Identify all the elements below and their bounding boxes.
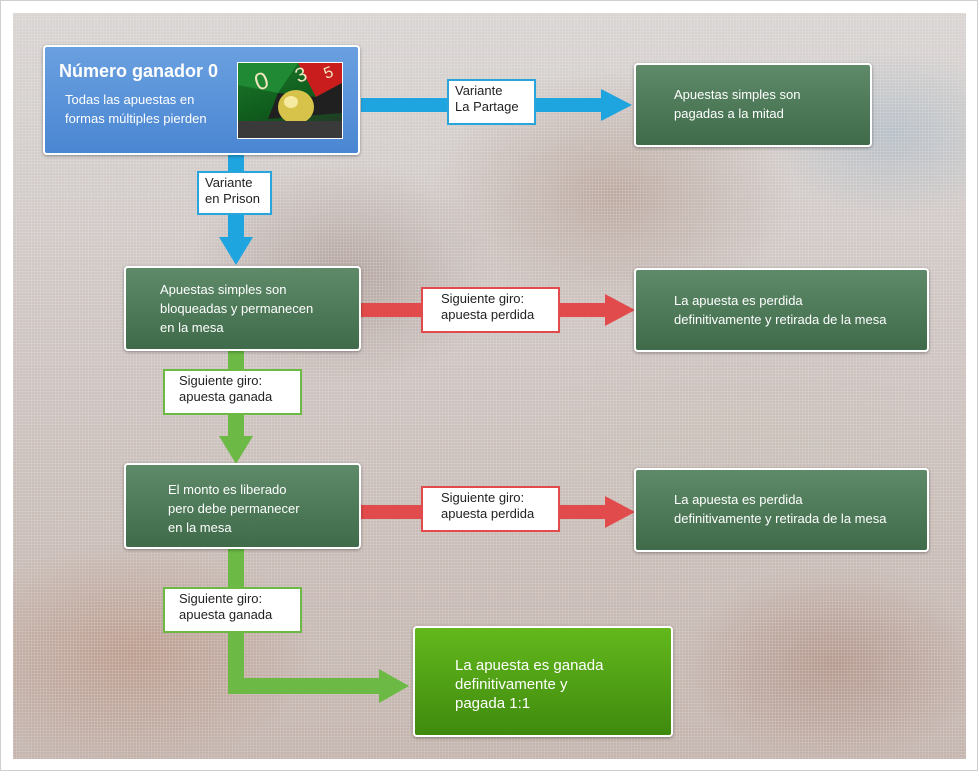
node-line: El monto es liberado (168, 482, 287, 497)
node-line: en la mesa (160, 320, 224, 335)
node-line: en la mesa (168, 520, 232, 535)
label-line: Siguiente giro: (179, 373, 263, 388)
label-line: Siguiente giro: (441, 291, 525, 306)
label-perdida-1: Siguiente giro: apuesta perdida (421, 287, 560, 333)
start-text: Todas las apuestas en formas múltiples p… (65, 92, 207, 126)
node-line: La apuesta es perdida (674, 492, 803, 507)
node-line: Apuestas simples son (160, 282, 287, 297)
node-text: La apuesta es perdida definitivamente y … (674, 291, 886, 329)
node-line: pagadas a la mitad (674, 106, 784, 121)
label-la-partage: Variante La Partage (447, 79, 536, 125)
label-line: en Prison (205, 191, 260, 206)
start-title: Número ganador 0 (59, 61, 219, 81)
node-line: definitivamente y (455, 676, 568, 693)
node-line: pero debe permanecer (168, 501, 300, 516)
node-pagadas-mitad: Apuestas simples son pagadas a la mitad (634, 63, 872, 147)
node-text: La apuesta es perdida definitivamente y … (674, 490, 886, 528)
node-text: La apuesta es ganada definitivamente y p… (455, 656, 603, 713)
node-line: definitivamente y retirada de la mesa (674, 312, 887, 327)
node-ganada: La apuesta es ganada definitivamente y p… (413, 626, 673, 737)
label-line: Siguiente giro: (179, 591, 263, 606)
node-line: La apuesta es perdida (674, 293, 803, 308)
label-perdida-2: Siguiente giro: apuesta perdida (421, 486, 560, 532)
label-line: Variante (205, 175, 253, 190)
node-text: Apuestas simples son pagadas a la mitad (674, 85, 800, 123)
node-text: El monto es liberado pero debe permanece… (168, 480, 300, 537)
arrow-ganada-2 (228, 548, 409, 703)
label-line: Siguiente giro: (441, 490, 525, 505)
label-ganada-1: Siguiente giro: apuesta ganada (163, 369, 302, 415)
label-line: apuesta perdida (441, 506, 535, 521)
label-line: apuesta ganada (179, 389, 273, 404)
node-line: pagada 1:1 (455, 695, 531, 712)
node-line: La apuesta es ganada (455, 657, 604, 674)
label-line: apuesta perdida (441, 307, 535, 322)
label-line: Variante (455, 83, 503, 98)
node-perdida-2: La apuesta es perdida definitivamente y … (634, 468, 929, 552)
node-perdida-1: La apuesta es perdida definitivamente y … (634, 268, 929, 352)
node-line: bloqueadas y permanecen (160, 301, 314, 316)
roulette-image: 0 3 5 (237, 62, 343, 139)
label-ganada-2: Siguiente giro: apuesta ganada (163, 587, 302, 633)
node-bloqueadas: Apuestas simples son bloqueadas y perman… (124, 266, 361, 351)
node-text: Apuestas simples son bloqueadas y perman… (160, 280, 313, 337)
label-en-prison: Variante en Prison (197, 171, 272, 215)
label-line: apuesta ganada (179, 607, 273, 622)
node-line: definitivamente y retirada de la mesa (674, 511, 887, 526)
node-liberado: El monto es liberado pero debe permanece… (124, 463, 361, 549)
roulette-wheel-icon: 0 3 5 (238, 63, 342, 138)
label-line: La Partage (455, 99, 519, 114)
node-line: Apuestas simples son (674, 87, 801, 102)
